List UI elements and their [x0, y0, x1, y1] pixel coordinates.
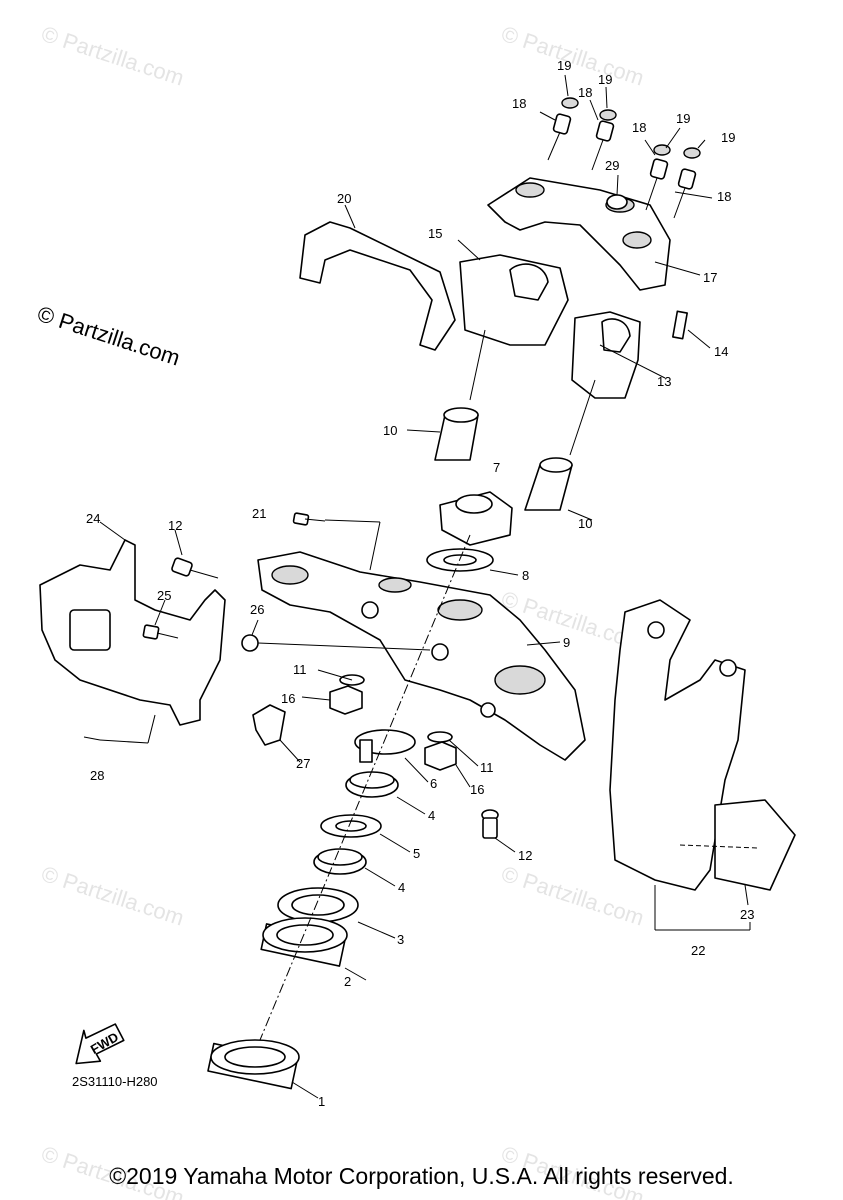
sticker-23 [714, 799, 796, 891]
callout-11: 11 [480, 760, 494, 775]
callout-3: 3 [397, 932, 404, 947]
bolt-12-right [481, 809, 499, 839]
callout-18: 18 [578, 85, 592, 100]
callout-labels: 1 2 3 4 4 5 6 7 8 9 10 10 11 11 12 12 13… [86, 58, 754, 1109]
bolts-18 [547, 113, 697, 219]
callout-21: 21 [252, 506, 266, 521]
callout-18: 18 [632, 120, 646, 135]
callout-22: 22 [691, 943, 705, 958]
callout-17: 17 [703, 270, 717, 285]
callout-29: 29 [605, 158, 619, 173]
callout-28: 28 [90, 768, 104, 783]
upper-bracket-9 [257, 551, 586, 761]
callout-19: 19 [557, 58, 571, 73]
callout-13: 13 [657, 374, 671, 389]
bearing-1 [207, 1039, 300, 1090]
ring-nut-4-lower [313, 848, 367, 875]
bolt-25 [142, 624, 160, 640]
callout-26: 26 [250, 602, 264, 617]
nut-16-right [424, 741, 457, 771]
lower-holder-15 [459, 254, 569, 346]
callout-25: 25 [157, 588, 171, 603]
bolt-21 [292, 512, 310, 526]
callout-7: 7 [493, 460, 500, 475]
callout-18: 18 [717, 189, 731, 204]
callout-14: 14 [714, 344, 728, 359]
callout-12: 12 [168, 518, 182, 533]
fwd-arrow-icon: FWD [75, 1023, 125, 1065]
clip-27 [252, 704, 286, 746]
callout-27: 27 [296, 756, 310, 771]
callout-10: 10 [578, 516, 592, 531]
callout-1: 1 [318, 1094, 325, 1109]
callout-18: 18 [512, 96, 526, 111]
bearing-2 [260, 917, 348, 967]
caps-19 [561, 97, 701, 159]
watermark: © Partzilla.com [38, 21, 187, 91]
callout-4: 4 [428, 808, 435, 823]
seal-3 [277, 887, 359, 923]
callout-10: 10 [383, 423, 397, 438]
callout-23: 23 [740, 907, 754, 922]
pin-28 [83, 736, 101, 741]
washer-6 [354, 729, 416, 763]
dampers-10 [434, 407, 573, 511]
washer-11-right [427, 731, 453, 743]
nut-26 [241, 634, 259, 652]
callout-19: 19 [598, 72, 612, 87]
callout-9: 9 [563, 635, 570, 650]
bracket-20 [299, 221, 456, 351]
pin-14 [672, 310, 688, 340]
callout-6: 6 [430, 776, 437, 791]
callout-24: 24 [86, 511, 100, 526]
callout-8: 8 [522, 568, 529, 583]
callout-19: 19 [721, 130, 735, 145]
callout-16: 16 [281, 691, 295, 706]
nut-7 [439, 491, 513, 546]
callout-19: 19 [676, 111, 690, 126]
callout-15: 15 [428, 226, 442, 241]
bracket-24 [39, 539, 226, 726]
nut-16-left [329, 685, 363, 715]
leader-lines [99, 74, 751, 1099]
lower-holder-13 [571, 311, 641, 399]
cap-29 [606, 194, 628, 210]
callout-16: 16 [470, 782, 484, 797]
watermark: © Partzilla.com [498, 21, 647, 91]
watermark: © Partzilla.com [38, 861, 187, 931]
callout-12: 12 [518, 848, 532, 863]
diagram-code: 2S31110-H280 [72, 1074, 158, 1089]
callout-5: 5 [413, 846, 420, 861]
callout-4: 4 [398, 880, 405, 895]
watermark: © Partzilla.com [498, 861, 647, 931]
ring-nut-4-upper [345, 771, 399, 798]
callout-2: 2 [344, 974, 351, 989]
watermark-main: © Partzilla.com [34, 301, 183, 371]
callout-20: 20 [337, 191, 351, 206]
callout-11: 11 [293, 662, 307, 677]
bolt-12-left [171, 557, 219, 579]
cover-22 [609, 599, 746, 891]
copyright-notice: ©2019 Yamaha Motor Corporation, U.S.A. A… [109, 1163, 734, 1189]
